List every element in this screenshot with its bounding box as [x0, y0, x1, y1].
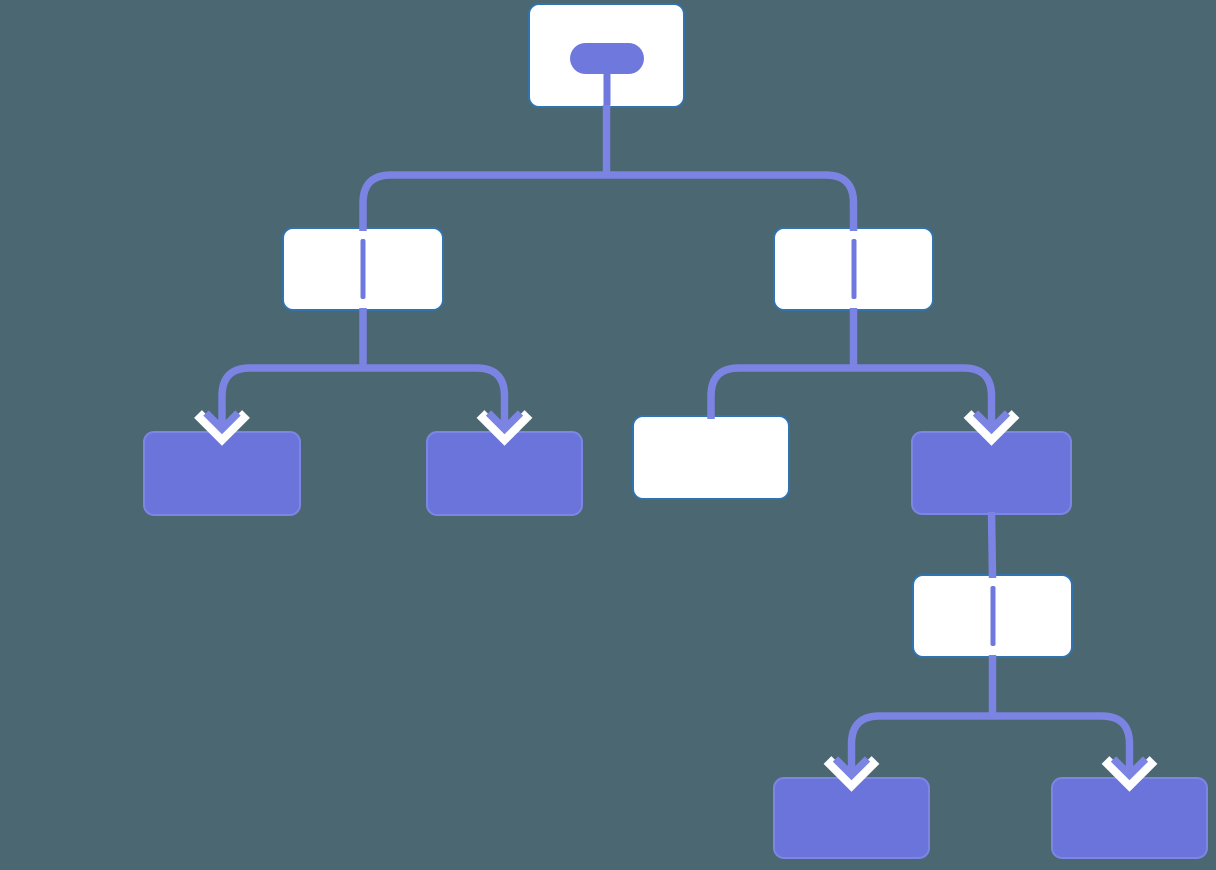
connector-branch: [359, 171, 858, 231]
node-collapsed-leaf-2[interactable]: [426, 431, 583, 516]
node-collapsed-leaf-3[interactable]: [773, 777, 930, 859]
node-collapsed-leaf-1[interactable]: [143, 431, 301, 516]
node-branch-left[interactable]: [282, 227, 444, 311]
node-plain-leaf[interactable]: [632, 415, 790, 500]
chevron-purple-arrowhead: [203, 410, 241, 435]
node-branch-lower[interactable]: [912, 574, 1073, 658]
chevron-purple-arrowhead: [485, 410, 524, 435]
node-branch-right[interactable]: [773, 227, 934, 311]
vertical-bar-icon: [360, 239, 366, 299]
connector-branch: [218, 364, 509, 427]
chevron-purple-arrowhead: [1110, 756, 1149, 781]
node-root[interactable]: [528, 3, 685, 108]
root-pill-icon: [569, 43, 644, 74]
connector-branch: [847, 712, 1134, 773]
chevron-purple-arrowhead: [832, 756, 871, 781]
root-pill-stem-icon: [603, 71, 610, 105]
node-collapsed-leaf-4[interactable]: [1051, 777, 1208, 859]
vertical-bar-icon: [851, 239, 856, 299]
chevron-purple-arrowhead: [972, 410, 1011, 435]
connector-straight: [987, 511, 997, 579]
vertical-bar-icon: [990, 586, 995, 646]
node-collapsed-mid[interactable]: [911, 431, 1072, 515]
